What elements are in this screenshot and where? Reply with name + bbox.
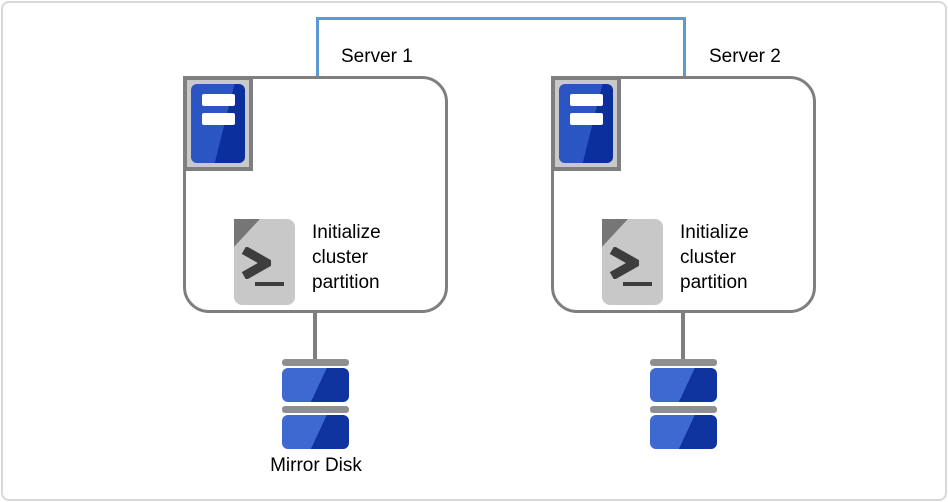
server-drive-slot bbox=[202, 94, 235, 106]
disk-stack-icon bbox=[282, 359, 349, 449]
cursor-underscore-icon bbox=[623, 282, 652, 286]
disk-platter bbox=[650, 368, 717, 402]
server-1-group: Server 1 Initialize cluster partition bbox=[183, 0, 448, 502]
task-label: Initialize cluster partition bbox=[680, 222, 749, 293]
interconnect-line bbox=[316, 17, 686, 77]
disk-cap bbox=[282, 359, 349, 366]
server-tower-icon bbox=[551, 76, 621, 171]
disk-cap bbox=[650, 406, 717, 413]
server-1-box: Initialize cluster partition bbox=[183, 76, 448, 313]
server-2-group: Server 2 Initialize cluster partition bbox=[551, 0, 816, 502]
task-label: Initialize cluster partition bbox=[312, 222, 381, 293]
mirror-disk-label: Mirror Disk bbox=[270, 455, 362, 476]
server-drive-slot bbox=[570, 113, 603, 125]
disk-platter bbox=[650, 415, 717, 449]
server-drive-slot bbox=[202, 113, 235, 125]
server-tower-front bbox=[559, 84, 613, 163]
disk-connector-line bbox=[681, 313, 685, 359]
server-tower-icon bbox=[183, 76, 253, 171]
prompt-chevron-icon bbox=[241, 247, 271, 279]
terminal-script-icon bbox=[234, 219, 295, 305]
server-drive-slot bbox=[570, 94, 603, 106]
disk-platter bbox=[282, 415, 349, 449]
server-tower-front bbox=[191, 84, 245, 163]
terminal-script-icon bbox=[602, 219, 663, 305]
disk-connector-line bbox=[313, 313, 317, 359]
cursor-underscore-icon bbox=[255, 282, 284, 286]
disk-cap bbox=[282, 406, 349, 413]
disk-platter bbox=[282, 368, 349, 402]
server-2-box: Initialize cluster partition bbox=[551, 76, 816, 313]
server-2-label: Server 2 bbox=[709, 46, 781, 67]
server-1-label: Server 1 bbox=[341, 46, 413, 67]
disk-stack-icon bbox=[650, 359, 717, 449]
prompt-chevron-icon bbox=[609, 247, 639, 279]
disk-cap bbox=[650, 359, 717, 366]
